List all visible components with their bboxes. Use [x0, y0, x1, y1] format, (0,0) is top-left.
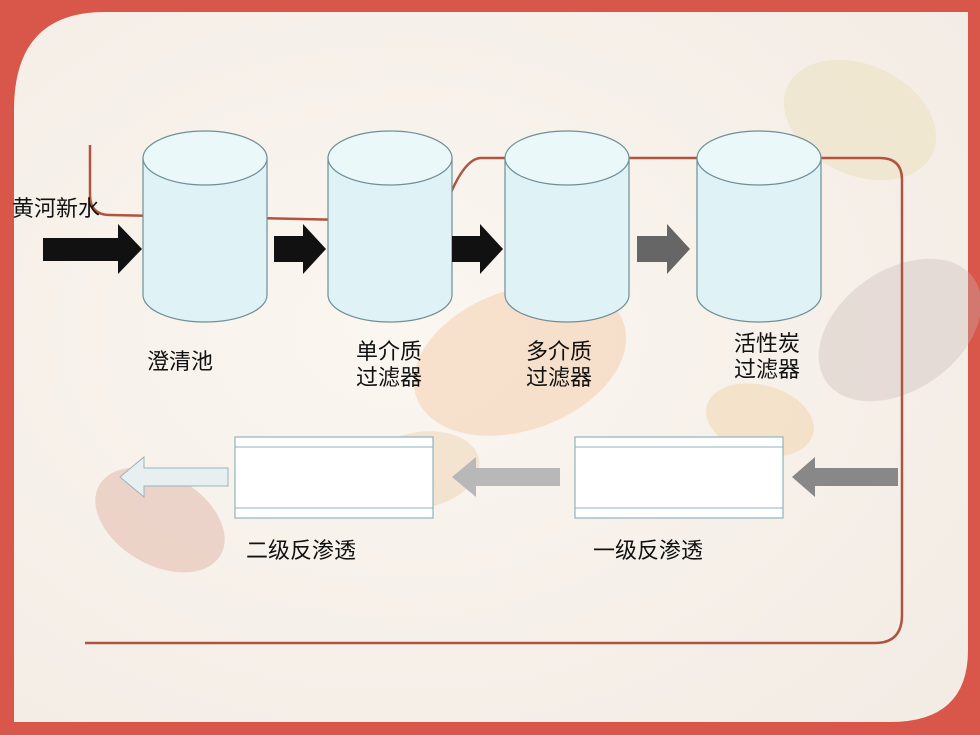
stage-label-single-media-filter: 单介质 过滤器	[356, 340, 422, 392]
arrow-return-to-ro1	[792, 457, 898, 497]
ro-module-stage-2	[234, 436, 434, 519]
ro-label-text: 二级反渗透	[246, 539, 357, 564]
arrow-clarifier-to-single	[274, 224, 326, 274]
stage-label-line: 单介质	[356, 340, 423, 365]
leaf-decoration	[95, 467, 225, 573]
ro-module-frame	[574, 436, 784, 519]
stage-label-activated-carbon-filter: 活性炭 过滤器	[734, 332, 800, 384]
tank-body	[504, 158, 630, 323]
ro-module-frame	[234, 436, 434, 519]
tank-top	[696, 130, 822, 186]
arrow-single-to-multi	[452, 224, 503, 274]
ro-label-text: 一级反渗透	[593, 539, 704, 564]
stage-label-line: 过滤器	[734, 358, 801, 383]
tank-top	[327, 130, 453, 186]
stage-label-clarifier: 澄清池	[147, 350, 213, 376]
tank-body	[696, 158, 822, 323]
tank-single-media-filter	[327, 130, 453, 323]
tank-multi-media-filter	[504, 130, 630, 323]
arrow-inlet	[43, 224, 142, 274]
tank-body	[142, 158, 268, 323]
stage-label-line: 多介质	[526, 340, 593, 365]
ro-label-stage-1: 一级反渗透	[593, 539, 703, 565]
tank-top	[142, 130, 268, 186]
source-label: 黄河新水	[12, 197, 100, 223]
tank-clarifier	[142, 130, 268, 323]
tank-top	[504, 130, 630, 186]
stage-label-line: 澄清池	[147, 350, 214, 375]
arrow-ro1-to-ro2	[452, 457, 560, 497]
leaf-decoration	[818, 258, 980, 402]
stage-label-multi-media-filter: 多介质 过滤器	[526, 340, 592, 392]
stage-label-line: 活性炭	[734, 332, 801, 357]
arrow-multi-to-carbon	[637, 224, 690, 274]
stage-label-line: 过滤器	[526, 366, 593, 391]
connector-line	[85, 145, 904, 645]
ro-label-stage-2: 二级反渗透	[246, 539, 356, 565]
tank-activated-carbon-filter	[696, 130, 822, 323]
arrow-ro2-outlet	[119, 455, 229, 499]
source-label-text: 黄河新水	[12, 197, 101, 222]
stage-label-line: 过滤器	[356, 366, 423, 391]
leaf-decoration	[783, 59, 937, 181]
ro-module-stage-1	[574, 436, 784, 519]
tank-body	[327, 158, 453, 323]
